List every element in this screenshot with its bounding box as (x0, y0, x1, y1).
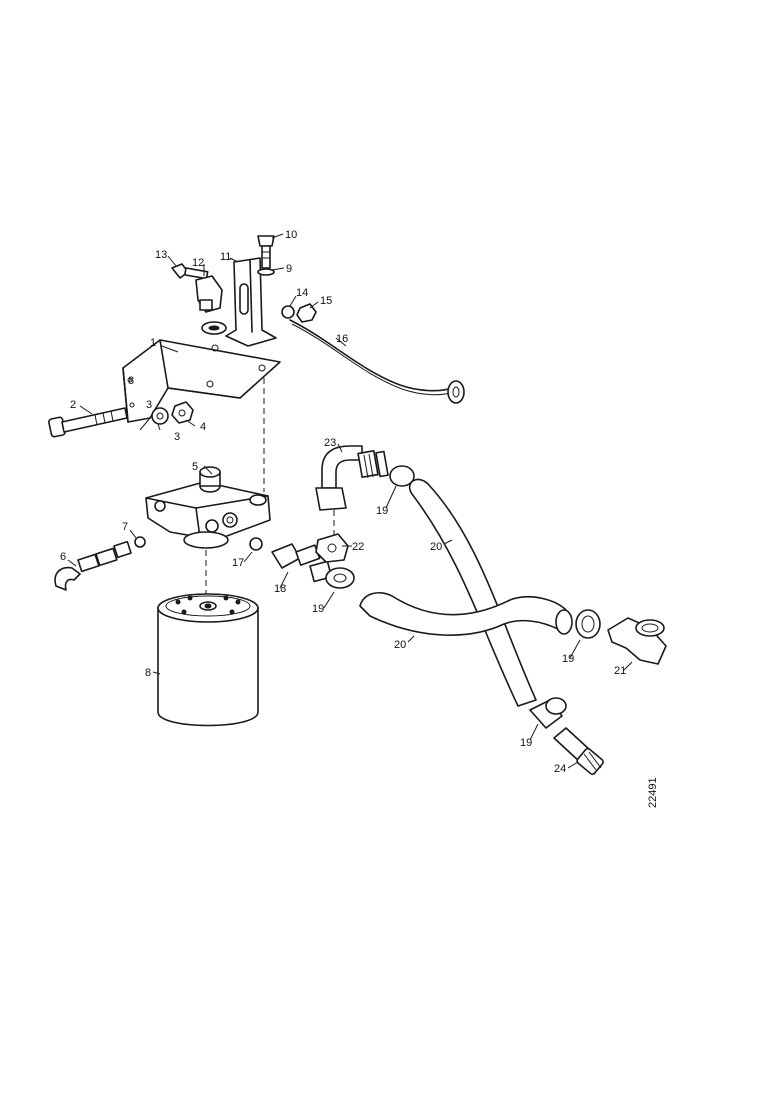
label-8-bracket: 8 (128, 375, 134, 387)
label-18: 18 (274, 583, 286, 595)
label-4: 4 (200, 421, 206, 433)
label-23: 23 (324, 437, 336, 449)
label-6: 6 (60, 551, 66, 563)
label-24: 24 (554, 763, 566, 775)
label-9: 9 (286, 263, 292, 275)
label-3: 3 (174, 431, 180, 443)
hose-lower (359, 592, 573, 636)
label-19-top: 19 (376, 505, 388, 517)
filter-top-holes (175, 595, 241, 615)
label-13: 13 (155, 249, 167, 261)
label-17: 17 (232, 557, 244, 569)
label-19-fitting: 19 (312, 603, 324, 615)
label-15: 15 (320, 295, 332, 307)
hose-fittings (249, 533, 355, 589)
label-21: 21 (614, 665, 626, 677)
label-14: 14 (296, 287, 308, 299)
label-2: 2 (70, 399, 76, 411)
label-20-upper: 20 (430, 541, 442, 553)
label-8: 8 (145, 667, 151, 679)
mounting-bracket (122, 339, 281, 431)
label-11: 11 (220, 251, 231, 263)
label-10: 10 (285, 229, 297, 241)
label-22: 22 (352, 541, 364, 553)
upper-bracket-assembly (171, 235, 317, 347)
hose-clamp (389, 465, 415, 487)
filter-head (145, 466, 271, 549)
label-16: 16 (336, 333, 348, 345)
wire-cable (289, 319, 465, 404)
bolt-assembly (48, 401, 194, 438)
label-19-right: 19 (562, 653, 574, 665)
label-20-lower: 20 (394, 639, 406, 651)
label-3-bracket: 3 (146, 399, 152, 411)
elbow-fitting-right (575, 609, 667, 665)
leader-lines (67, 233, 633, 769)
filter-cartridge (157, 593, 259, 727)
figure-code: 22491 (647, 777, 659, 808)
label-19-bottom: 19 (520, 737, 532, 749)
label-1: 1 (150, 337, 156, 349)
label-5: 5 (192, 461, 198, 473)
label-12: 12 (192, 257, 204, 269)
label-7: 7 (122, 521, 128, 533)
hose-upper (408, 478, 537, 707)
drain-fitting (54, 536, 146, 591)
pipe-elbow (315, 445, 389, 511)
part-labels: 1 2 3 4 5 6 7 8 9 10 11 12 13 14 15 16 1… (60, 229, 626, 775)
fitting-bottom (529, 697, 604, 775)
